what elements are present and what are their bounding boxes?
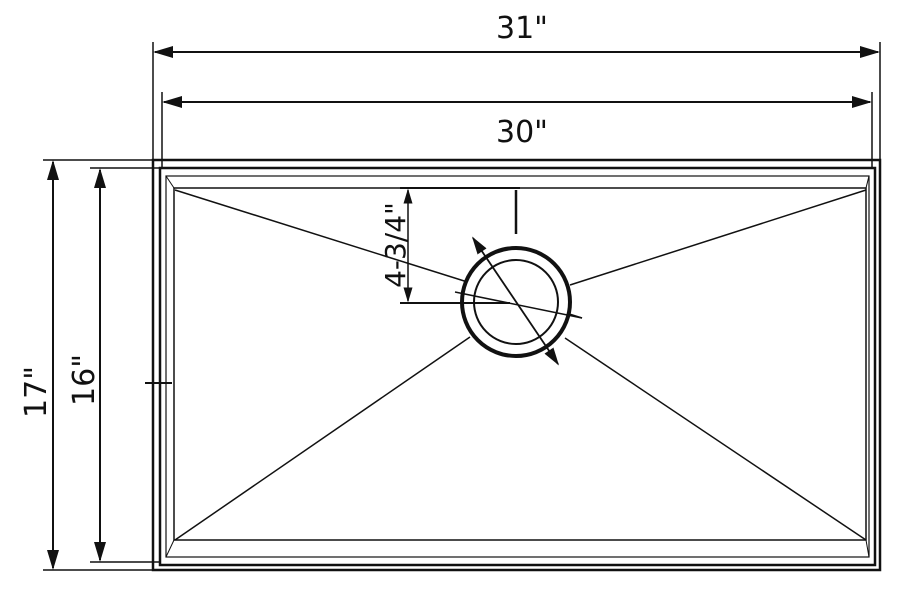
drain-offset-label: 4-3/4" (379, 202, 412, 288)
bowl-width-label: 30" (496, 115, 548, 150)
overall-depth-label: 17" (19, 366, 54, 418)
overall-width-dimension: 31" (152, 11, 881, 165)
overall-width-label: 31" (496, 11, 548, 46)
drain-offset-dimension: 4-3/4" (379, 187, 520, 304)
drain (454, 236, 583, 366)
bowl-depth-dimension: 16" (67, 167, 160, 563)
overall-depth-dimension: 17" (19, 159, 153, 571)
slope-lines (174, 189, 867, 541)
bowl-width-dimension: 30" (161, 92, 873, 168)
bowl-depth-label: 16" (67, 354, 102, 406)
